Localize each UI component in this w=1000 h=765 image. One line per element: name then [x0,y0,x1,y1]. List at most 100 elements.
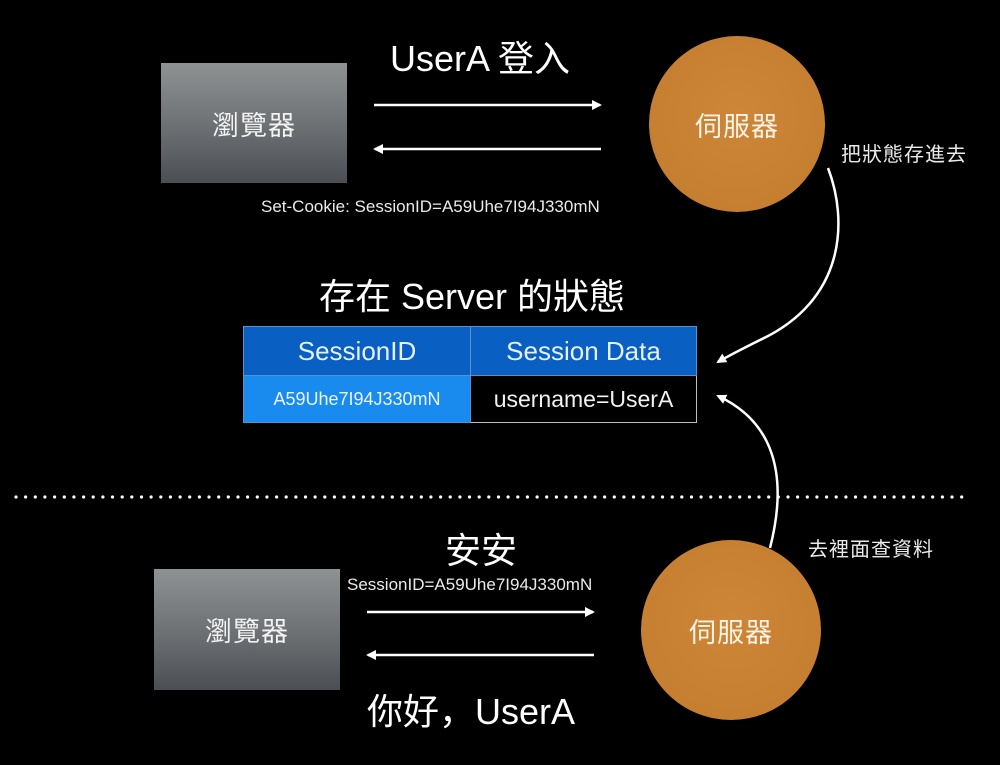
divider-dot [188,495,192,499]
divider-dot [496,495,501,499]
divider-dot [834,495,838,499]
divider-dot [371,495,375,499]
divider-dot [670,495,674,499]
divider-dot [487,495,491,499]
divider-dot [882,495,887,499]
divider-dot [796,495,800,499]
divider-dot [178,495,182,499]
divider-dot [506,495,510,499]
server-circle-top: 伺服器 [649,36,825,212]
divider-dot [535,495,539,499]
browser-box-top: 瀏覽器 [161,63,347,183]
divider-dot [236,495,240,499]
divider-dot [110,495,115,499]
divider-dot [381,495,385,499]
login-title: UserA 登入 [390,38,571,79]
divider-dot [641,495,645,499]
request-cookie: SessionID=A59Uhe7I94J330mN [347,575,593,594]
server-circle-bottom: 伺服器 [641,540,821,720]
divider-dot [149,495,153,499]
request-text: 安安 [445,530,518,571]
divider-dot [439,495,443,499]
divider-dot [217,495,221,499]
store-state-curve-arrow [716,167,840,364]
session-store-title: 存在 Server 的狀態 [319,276,626,317]
divider-dot [844,495,848,499]
column-header-session-id: SessionID [243,326,471,376]
divider-dot [33,495,37,499]
divider-dot [62,495,66,499]
divider-dot [303,495,308,499]
divider-dot [226,495,230,499]
response-text: 你好，UserA [367,691,576,732]
divider-dot [477,495,481,499]
divider-dot [139,495,144,499]
divider-dot [680,495,684,499]
divider-dot [342,495,346,499]
divider-dot [352,495,356,499]
lookup-curve-arrow [716,394,779,549]
divider-dot [101,495,105,499]
divider-dot [323,495,327,499]
divider-dot [410,495,414,499]
divider-dot [632,495,636,499]
divider-dot [313,495,317,499]
server-label: 伺服器 [695,111,779,142]
divider-dot [284,495,288,499]
browser-label: 瀏覽器 [212,110,296,141]
divider-dot [757,495,761,499]
divider-dot [467,495,472,499]
cell-session-id: A59Uhe7I94J330mN [243,375,471,423]
divider-dot [612,495,616,499]
divider-dot [660,495,665,499]
divider-dot [902,495,906,499]
divider-dot [419,495,423,499]
divider-dot [120,495,124,499]
divider-dot [53,495,57,499]
section-divider [14,495,964,499]
divider-dot [873,495,877,499]
divider-dot [207,495,211,499]
divider-dot [911,495,916,499]
divider-dot [400,495,404,499]
server-label: 伺服器 [689,617,773,648]
divider-dot [72,495,76,499]
divider-dot [429,495,433,499]
browser-box-bottom: 瀏覽器 [154,569,340,690]
divider-dot [255,495,259,499]
divider-dot [853,495,858,499]
divider-dot [361,495,365,499]
divider-dot [294,495,298,499]
store-state-note: 把狀態存進去 [841,144,967,166]
browser-label: 瀏覽器 [205,617,289,647]
divider-dot [246,495,250,499]
table-row: A59Uhe7I94J330mN username=UserA [243,375,697,423]
session-table: SessionID Session Data A59Uhe7I94J330mN … [243,326,697,423]
divider-dot [574,495,578,499]
divider-dot [950,495,954,499]
divider-dot [825,495,829,499]
divider-dot [130,495,134,499]
divider-dot [863,495,867,499]
divider-dot [168,495,172,499]
divider-dot [458,495,462,499]
divider-dot [921,495,925,499]
divider-dot [786,495,790,499]
table-header-row: SessionID Session Data [243,326,697,376]
divider-dot [728,495,732,499]
divider-dot [892,495,896,499]
divider-dot [815,495,819,499]
divider-dot [159,495,163,499]
divider-dot [24,495,28,499]
divider-dot [603,495,607,499]
divider-dot [82,495,86,499]
divider-dot [960,495,964,499]
divider-dot [593,495,597,499]
divider-dot [718,495,723,499]
divider-dot [738,495,742,499]
set-cookie-header: Set-Cookie: SessionID=A59Uhe7I94J330mN [261,197,600,216]
divider-dot [931,495,935,499]
divider-dot [767,495,771,499]
divider-dot [265,495,269,499]
